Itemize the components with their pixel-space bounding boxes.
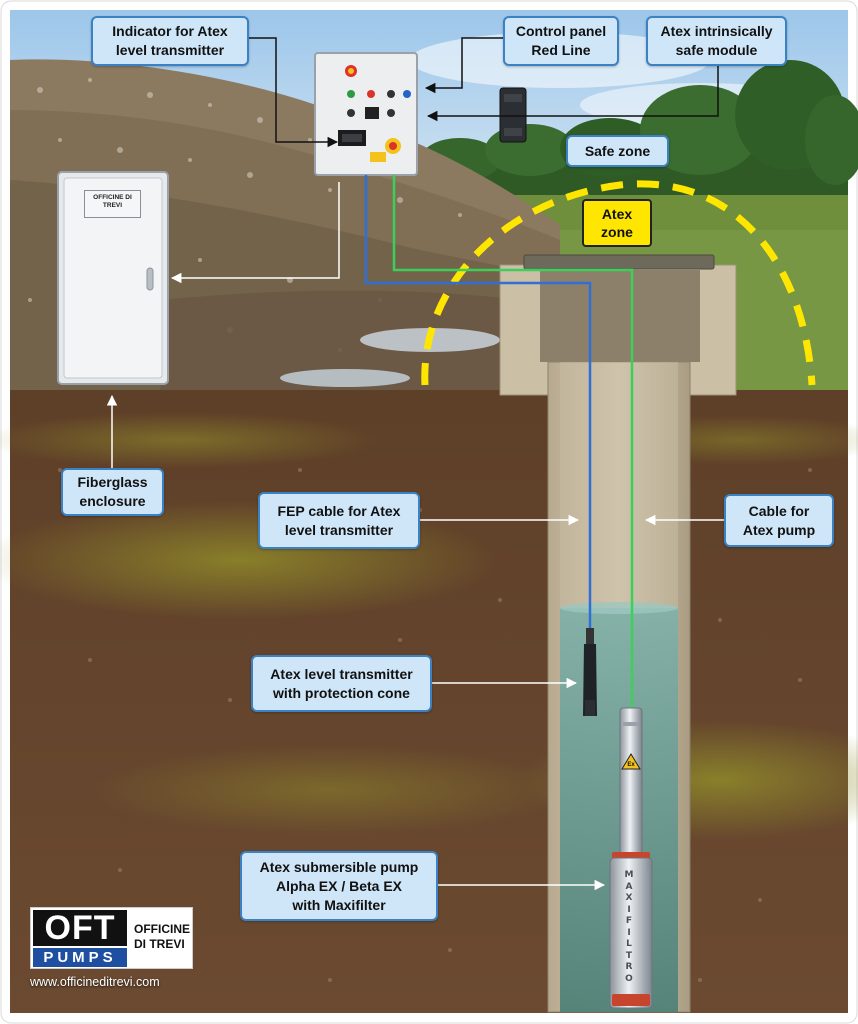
- fep-cable: [364, 175, 592, 628]
- atex-zone-boundary: [421, 180, 816, 386]
- ex-mark-icon: [621, 753, 641, 770]
- maxifiltro-label: M A X I F I L T R O: [624, 870, 634, 984]
- callout-intrinsic-module: Atex intrinsically safe module: [646, 16, 787, 66]
- well-head: [499, 254, 737, 396]
- callout-submersible-pump: Atex submersible pump Alpha EX / Beta EX…: [240, 851, 438, 921]
- logo-company-name: OFFICINE DI TREVI: [134, 922, 190, 951]
- enclosure-sign-title: OFFICINE DI TREVI: [93, 194, 132, 209]
- safety-barrier-module-icon: [499, 87, 527, 143]
- soil-layer: [0, 500, 500, 620]
- level-transmitter-icon: [583, 628, 597, 716]
- enclosure-sign: OFFICINE DI TREVI: [84, 190, 141, 218]
- oft-logo: OFT PUMPS OFFICINE DI TREVI: [30, 907, 193, 969]
- enclosure-link-connector: [170, 182, 340, 284]
- submersible-pump-icon: [609, 707, 653, 1009]
- muddy-ground: [160, 290, 520, 390]
- control-panel-icon: [314, 52, 418, 176]
- pump-cable: [392, 175, 634, 710]
- callout-level-transmitter: Atex level transmitter with protection c…: [251, 655, 432, 712]
- control-panel-connector: [424, 37, 503, 94]
- callout-safe-zone: Safe zone: [566, 135, 669, 167]
- logo-pumps-text: PUMPS: [33, 948, 127, 967]
- puddle: [280, 369, 410, 387]
- callout-control-panel: Control panel Red Line: [503, 16, 619, 66]
- callout-fep-cable: FEP cable for Atex level transmitter: [258, 492, 420, 549]
- logo-oft-text: OFT: [33, 910, 127, 946]
- indicator-connector: [249, 37, 339, 148]
- callout-indicator-transmitter: Indicator for Atex level transmitter: [91, 16, 249, 66]
- callout-pump-cable: Cable for Atex pump: [724, 494, 834, 547]
- well-cover: [523, 254, 715, 270]
- website-link[interactable]: www.officineditrevi.com: [30, 975, 160, 989]
- fiberglass-cabinet-icon: [57, 171, 169, 385]
- atex-zone-label: Atex zone: [582, 199, 652, 247]
- ex-mark-label: Ex: [627, 762, 635, 768]
- cabinet-handle: [146, 267, 154, 291]
- safe-module-connector: [426, 58, 719, 122]
- callout-fiberglass-enclosure: Fiberglass enclosure: [61, 468, 164, 516]
